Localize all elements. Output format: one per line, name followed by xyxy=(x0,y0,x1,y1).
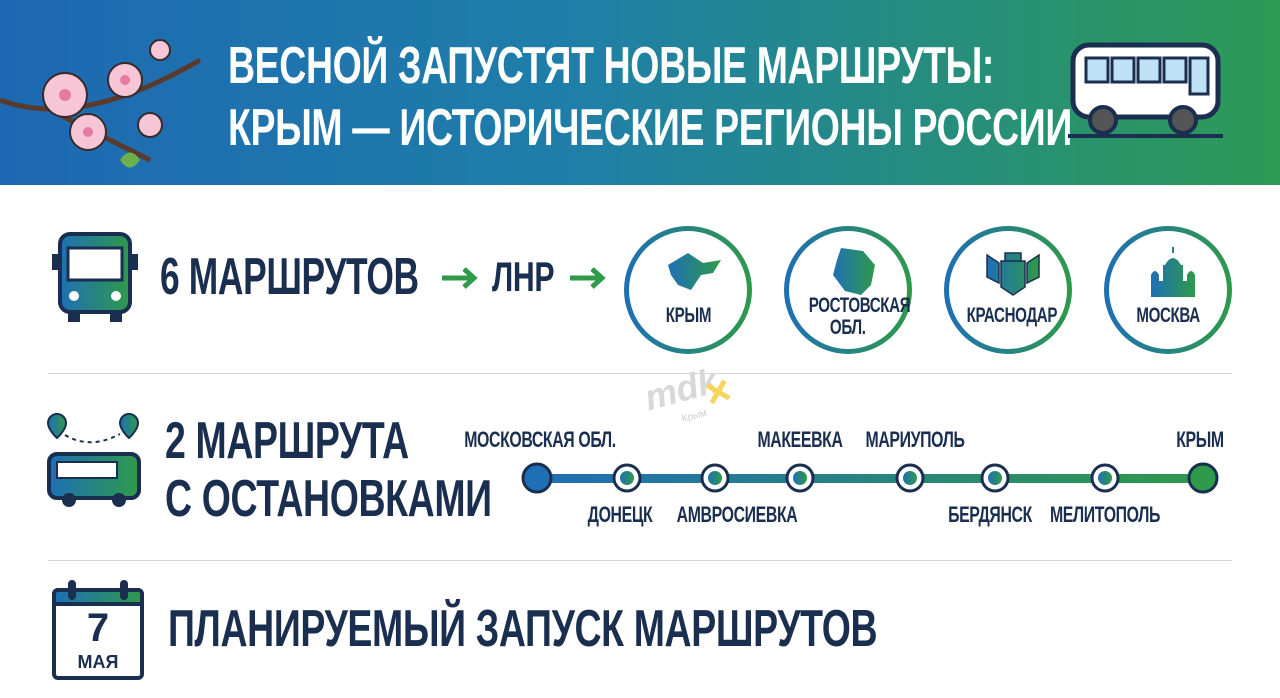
route-stop-label: МАКЕЕВКА xyxy=(757,427,843,452)
destination-label: ОБЛ. xyxy=(830,316,866,339)
cherry-blossom-icon xyxy=(0,39,202,168)
route-bus-icon xyxy=(46,412,141,507)
divider xyxy=(48,373,1232,374)
route-stop-label: КРЫМ xyxy=(1176,427,1224,452)
destination-label: МОСКВА xyxy=(1136,304,1200,327)
route-stop-label: МОСКОВСКАЯ ОБЛ. xyxy=(464,427,616,452)
watermark-cross-icon xyxy=(705,379,731,405)
church-icon xyxy=(1151,247,1195,297)
route-stop-label: МАРИУПОЛЬ xyxy=(865,427,965,452)
route-stop-dot xyxy=(988,471,1002,485)
route-stop-label: БЕРДЯНСК xyxy=(948,502,1032,527)
calendar-icon: 7 МАЯ xyxy=(52,580,144,680)
destination-label: КРАСНОДАР xyxy=(966,304,1058,327)
calendar-day: 7 xyxy=(86,606,110,650)
route-stop-marker xyxy=(1187,462,1219,494)
destination-moscow: МОСКВА xyxy=(1104,226,1232,354)
destination-krasnodar: КРАСНОДАР xyxy=(944,226,1072,354)
route-stop-dot xyxy=(620,471,634,485)
route-stop-dot xyxy=(708,471,722,485)
arrow-right-icon xyxy=(442,267,478,289)
header-banner: ВЕСНОЙ ЗАПУСТЯТ НОВЫЕ МАРШРУТЫ: КРЫМ — И… xyxy=(0,0,1280,185)
watermark-logo: mdk Крым xyxy=(640,359,735,447)
routes-count-text: 6 МАРШРУТОВ xyxy=(160,248,419,306)
rostov-map-icon xyxy=(833,248,875,295)
route-stop-dot xyxy=(1098,471,1112,485)
destination-label: РОСТОВСКАЯ xyxy=(808,294,911,317)
planned-launch-text: ПЛАНИРУЕМЫЙ ЗАПУСК МАРШРУТОВ xyxy=(168,600,878,658)
two-routes-line2: С ОСТАНОВКАМИ xyxy=(165,470,492,528)
route-stop-dot xyxy=(903,471,917,485)
header-title-line1: ВЕСНОЙ ЗАПУСТЯТ НОВЫЕ МАРШРУТЫ: xyxy=(228,37,995,95)
arrow-right-icon xyxy=(570,267,606,289)
bus-front-icon xyxy=(52,232,138,322)
destination-crimea: КРЫМ xyxy=(624,226,752,354)
route-stop-label: АМВРОСИЕВКА xyxy=(676,502,798,527)
header-title-line2: КРЫМ — ИСТОРИЧЕСКИЕ РЕГИОНЫ РОССИИ xyxy=(228,99,1072,157)
crimea-map-icon xyxy=(668,253,721,290)
bus-icon xyxy=(1068,42,1223,138)
divider xyxy=(48,560,1232,561)
route-stop-marker xyxy=(521,462,553,494)
krasnodar-emblem-icon xyxy=(986,252,1040,296)
route-stop-dot xyxy=(793,471,807,485)
calendar-month: МАЯ xyxy=(77,652,119,672)
via-lnr-text: ЛНР xyxy=(492,253,555,300)
destination-label: КРЫМ xyxy=(665,304,711,327)
route-stop-label: ДОНЕЦК xyxy=(587,502,653,527)
route-stop-label: МЕЛИТОПОЛЬ xyxy=(1049,502,1161,527)
two-routes-line1: 2 МАРШРУТА xyxy=(165,412,409,470)
